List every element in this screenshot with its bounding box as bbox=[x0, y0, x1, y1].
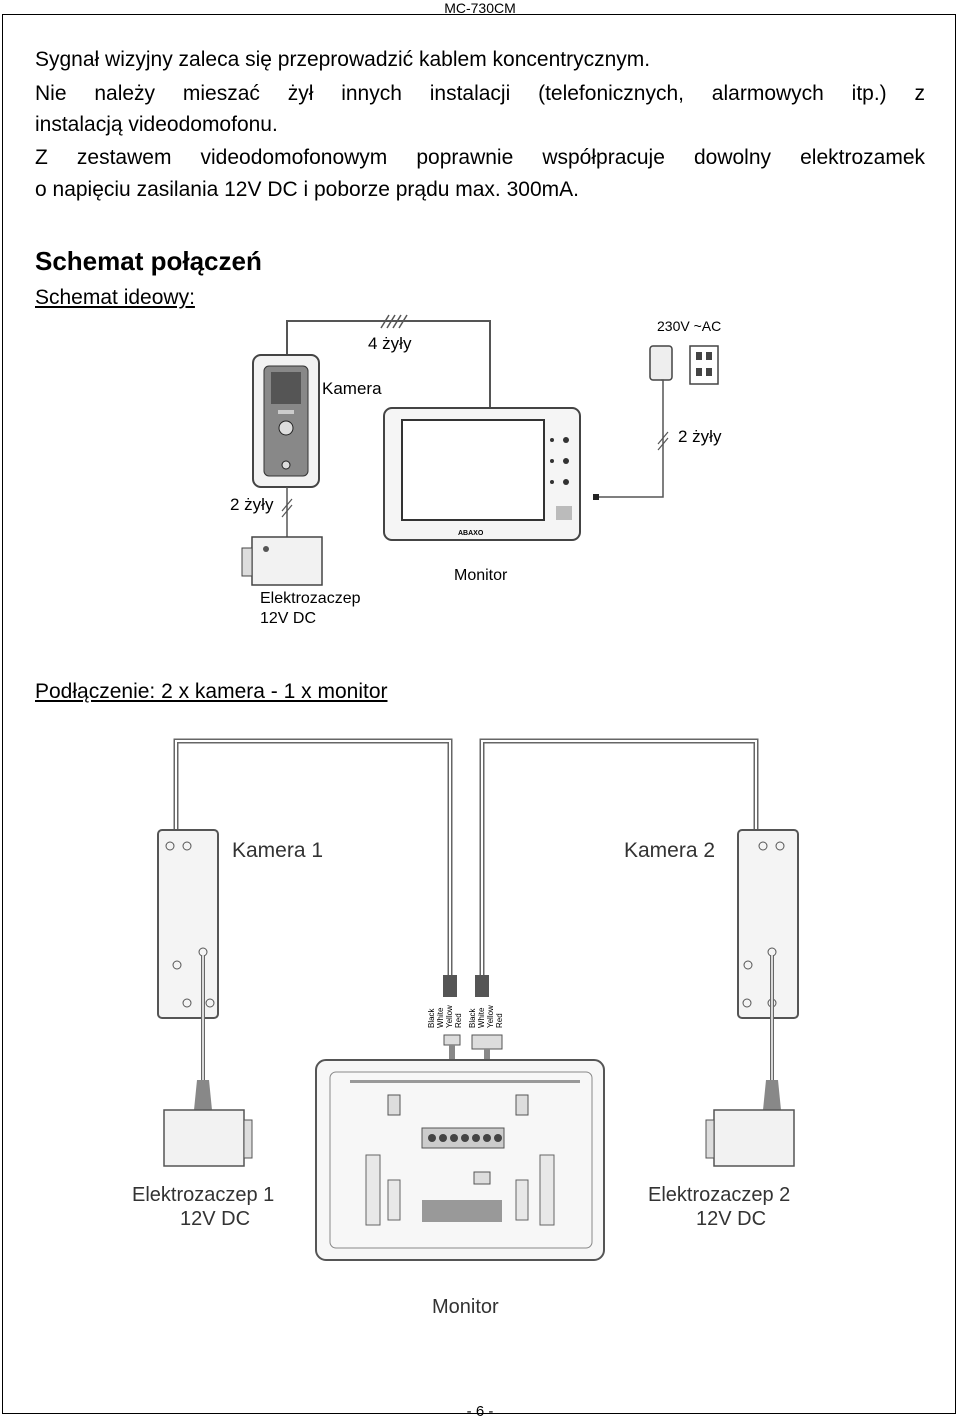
monitor-front bbox=[383, 407, 599, 541]
intro-line-3: Z zestawem videodomofonowym poprawnie ws… bbox=[35, 146, 925, 169]
intro-line-2b: instalacją videodomofonu. bbox=[35, 113, 278, 136]
electric-lock-1 bbox=[163, 1109, 253, 1167]
camera1-panel bbox=[157, 829, 219, 1019]
lock1-label: Elektrozaczep 1 bbox=[132, 1184, 274, 1206]
camera2-label: Kamera 2 bbox=[624, 839, 715, 862]
wire-red-2: Red bbox=[495, 1013, 504, 1028]
power-wire-label: 2 żyły bbox=[678, 427, 722, 446]
power-adapter bbox=[649, 345, 719, 385]
intro-line-2: Nie należy mieszać żył innych instalacji… bbox=[35, 82, 925, 105]
lock-wire-label: 2 żyły bbox=[230, 495, 274, 514]
monitor-brand-logo: ABAXO bbox=[458, 530, 484, 537]
monitor-label: Monitor bbox=[454, 567, 508, 584]
electric-lock bbox=[241, 536, 323, 586]
camera2-panel bbox=[737, 829, 799, 1019]
lock1-voltage: 12V DC bbox=[180, 1208, 250, 1230]
intro-line-1: Sygnał wizyjny zaleca się przeprowadzić … bbox=[35, 48, 651, 71]
page-frame bbox=[2, 14, 956, 1414]
lock-voltage-label: 12V DC bbox=[260, 610, 316, 627]
electric-lock-2 bbox=[705, 1109, 795, 1167]
camera1-label: Kamera 1 bbox=[232, 839, 323, 862]
wire-hash-marks bbox=[380, 314, 408, 329]
wire-black-1: Black bbox=[427, 1007, 436, 1028]
wire-yellow-2: Yellow bbox=[486, 1005, 495, 1028]
wire-color-labels: Black White Yellow Red Black White Yello… bbox=[427, 1005, 504, 1028]
monitor-back bbox=[315, 1059, 605, 1261]
wire-black-2: Black bbox=[468, 1007, 477, 1028]
intro-line-3b: o napięciu zasilania 12V DC i poborze pr… bbox=[35, 178, 579, 201]
schematic-subtitle: Schemat ideowy: bbox=[35, 286, 195, 309]
wire-white-2: White bbox=[477, 1007, 486, 1028]
door-camera bbox=[252, 354, 320, 488]
wire-red-1: Red bbox=[454, 1013, 463, 1028]
connection-subtitle: Podłączenie: 2 x kamera - 1 x monitor bbox=[35, 680, 388, 703]
four-wire-cable bbox=[286, 320, 491, 408]
camera-label: Kamera bbox=[322, 379, 382, 398]
lock2-label: Elektrozaczep 2 bbox=[648, 1184, 790, 1206]
wire-white-1: White bbox=[436, 1007, 445, 1028]
page-number: - 6 - bbox=[466, 1403, 494, 1420]
lock2-voltage: 12V DC bbox=[696, 1208, 766, 1230]
section-title: Schemat połączeń bbox=[35, 246, 262, 276]
monitor-label-2: Monitor bbox=[432, 1296, 499, 1318]
document-code: MC-730CM bbox=[444, 0, 516, 16]
power-label: 230V ~AC bbox=[657, 318, 721, 334]
lock-label: Elektrozaczep bbox=[260, 590, 361, 607]
four-wire-label: 4 żyły bbox=[368, 334, 412, 353]
wire-yellow-1: Yellow bbox=[445, 1005, 454, 1028]
